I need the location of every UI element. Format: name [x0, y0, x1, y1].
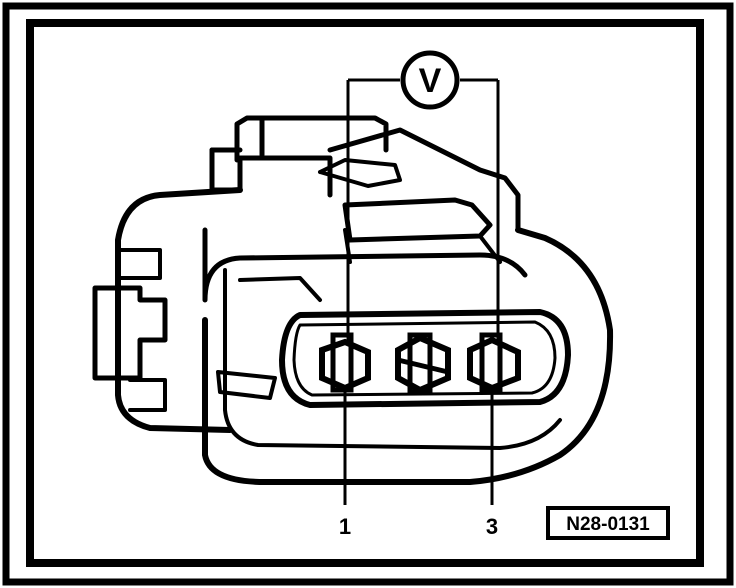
voltmeter-symbol — [400, 50, 460, 110]
pin-callout-lines — [343, 390, 494, 505]
pin-terminal-1 — [319, 332, 371, 393]
pin-terminal-3 — [467, 332, 521, 393]
connector-housing — [92, 115, 614, 485]
inner-frame — [26, 19, 704, 567]
voltmeter-leads — [346, 78, 500, 345]
pin-terminal-2 — [395, 332, 451, 395]
pin-label-1: 1 — [339, 514, 351, 539]
voltmeter-letter: V — [419, 62, 442, 100]
reference-code: N28-0131 — [566, 514, 650, 535]
pin-label-3: 3 — [486, 514, 498, 539]
reference-code-box — [546, 506, 670, 540]
